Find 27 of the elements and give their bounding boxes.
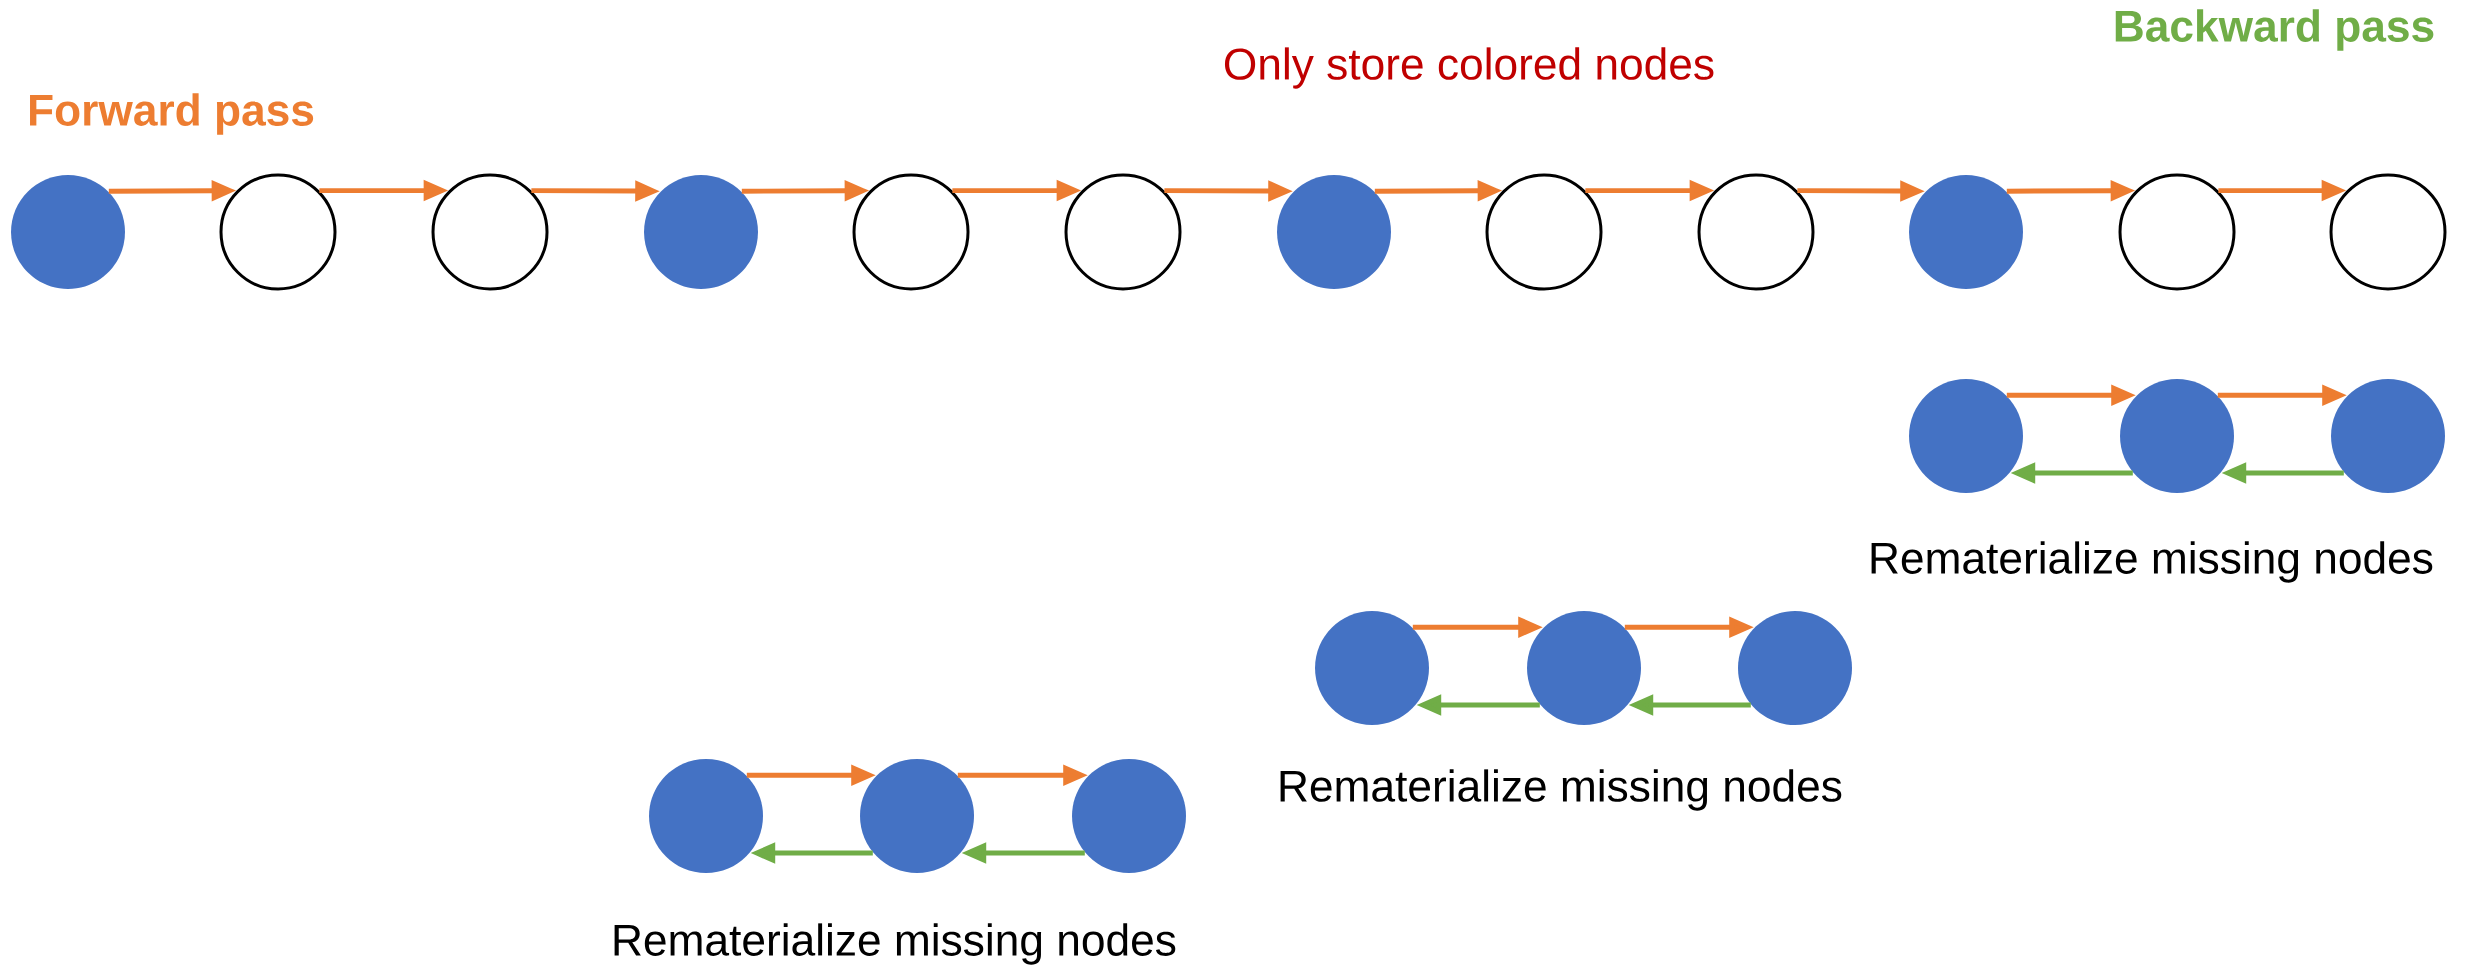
circle-node <box>2331 379 2445 493</box>
circle-node <box>1909 379 2023 493</box>
circle-node <box>11 175 125 289</box>
circle-node <box>860 759 974 873</box>
heading: Only store colored nodes <box>1224 47 1714 89</box>
circle-node <box>1064 173 1182 291</box>
caption-text: Rematerialize missing nodes <box>614 923 1176 965</box>
circle-node <box>219 173 337 291</box>
circle-node <box>852 173 970 291</box>
circle-node <box>2120 379 2234 493</box>
circle-node <box>1072 759 1186 873</box>
circle-node <box>1738 611 1852 725</box>
caption-text: Rematerialize missing nodes <box>1280 769 1842 811</box>
circle-node <box>2329 173 2447 291</box>
heading: Backward pass <box>2115 9 2434 51</box>
circle-node <box>644 175 758 289</box>
circle-node <box>1909 175 2023 289</box>
circle-node <box>649 759 763 873</box>
caption-text: Rematerialize missing nodes <box>1871 541 2433 583</box>
circle-node <box>1277 175 1391 289</box>
heading: Forward pass <box>30 93 314 135</box>
circle-node <box>2118 173 2236 291</box>
circle-node <box>1527 611 1641 725</box>
circle-node <box>1315 611 1429 725</box>
circle-node <box>1697 173 1815 291</box>
circle-node <box>431 173 549 291</box>
circle-node <box>1485 173 1603 291</box>
